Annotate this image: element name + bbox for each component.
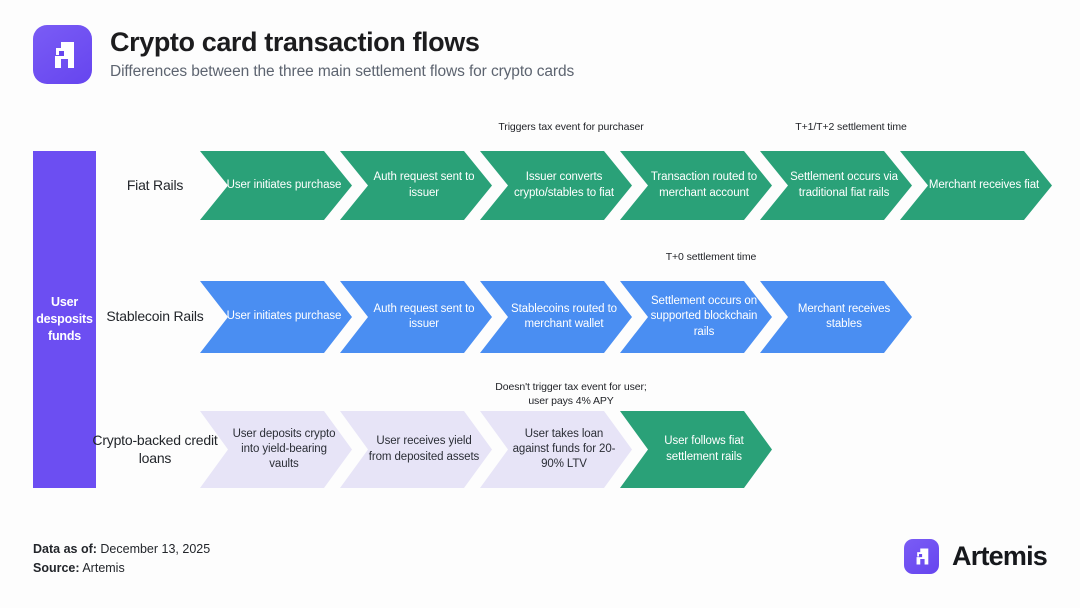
source-label: Source: <box>33 561 80 576</box>
data-as-of-value: December 13, 2025 <box>100 542 211 556</box>
source-value: Artemis <box>82 561 125 576</box>
flow-step-1-5[interactable]: Settlement occurs via traditional fiat r… <box>760 151 912 220</box>
flow-row-label-2: Stablecoin Rails <box>106 308 204 324</box>
flow-step-label: Auth request sent to issuer <box>373 302 475 330</box>
flow-step-1-1[interactable]: User initiates purchase <box>200 151 352 220</box>
flow-step-label: Merchant receives fiat <box>928 178 1040 191</box>
flow-step-label: Issuer converts crypto/stables to fiat <box>513 171 615 199</box>
flow-step-1-4[interactable]: Transaction routed to merchant account <box>620 151 772 220</box>
flow-step-label: Merchant receives stables <box>797 302 891 330</box>
header-text-block: Crypto card transaction flows Difference… <box>110 25 574 81</box>
artemis-logo-icon <box>33 25 92 84</box>
flow-row-label-1: Fiat Rails <box>126 177 184 193</box>
flow-step-3-1[interactable]: User deposits crypto into yield-bearing … <box>200 411 352 488</box>
flow-step-3-2[interactable]: User receives yield from deposited asset… <box>340 411 492 488</box>
artemis-footer-logo-icon <box>904 539 940 574</box>
flow-row-label-3: Crypto-backed credit loans <box>92 432 218 467</box>
footer-brand-name: Artemis <box>952 541 1048 571</box>
flow-step-label: User takes loan against funds for 20-90%… <box>512 427 616 471</box>
flow-step-1-2[interactable]: Auth request sent to issuer <box>340 151 492 220</box>
page-subtitle: Differences between the three main settl… <box>110 63 575 81</box>
flow-step-2-4[interactable]: Settlement occurs on supported blockchai… <box>620 281 772 353</box>
page-title: Crypto card transaction flows <box>110 27 480 57</box>
flow-step-2-2[interactable]: Auth request sent to issuer <box>340 281 492 353</box>
flow-step-label: Transaction routed to merchant account <box>650 171 758 199</box>
header: Crypto card transaction flows Difference… <box>33 25 574 84</box>
entry-node-label: User desposits funds <box>36 295 93 343</box>
flow-step-2-3[interactable]: Stablecoins routed to merchant wallet <box>480 281 632 353</box>
flow-step-label: User initiates purchase <box>226 178 342 191</box>
footer-meta: Data as of: December 13, 2025 Source: Ar… <box>33 540 210 579</box>
flow-step-2-5[interactable]: Merchant receives stables <box>760 281 912 353</box>
flow-step-label: Stablecoins routed to merchant wallet <box>511 302 617 330</box>
flow-step-label: User receives yield from deposited asset… <box>368 435 480 463</box>
footer-brand: Artemis <box>904 539 1048 574</box>
flow-step-note-1-3: Triggers tax event for purchaser <box>498 121 644 133</box>
data-as-of-line: Data as of: December 13, 2025 <box>33 540 210 559</box>
flow-step-note-1-5: T+1/T+2 settlement time <box>795 121 907 133</box>
flow-step-note-3-3: Doesn't trigger tax event for user; user… <box>495 381 647 408</box>
flow-step-3-3[interactable]: User takes loan against funds for 20-90%… <box>480 411 632 488</box>
flow-step-3-4[interactable]: User follows fiat settlement rails <box>620 411 772 488</box>
flow-step-label: Settlement occurs via traditional fiat r… <box>790 171 898 199</box>
flow-step-label: User follows fiat settlement rails <box>664 435 744 463</box>
flow-step-1-3[interactable]: Issuer converts crypto/stables to fiat <box>480 151 632 220</box>
source-line: Source: Artemis <box>33 559 210 578</box>
flow-step-label: Settlement occurs on supported blockchai… <box>650 295 758 338</box>
flow-step-label: Auth request sent to issuer <box>373 171 475 199</box>
entry-node-user-deposits-funds: User desposits funds <box>33 151 96 488</box>
flow-step-label: User deposits crypto into yield-bearing … <box>232 427 336 471</box>
flow-step-label: User initiates purchase <box>226 310 342 323</box>
flow-step-1-6[interactable]: Merchant receives fiat <box>900 151 1052 220</box>
flow-step-2-1[interactable]: User initiates purchase <box>200 281 352 353</box>
flow-step-note-2-4: T+0 settlement time <box>665 251 757 263</box>
data-as-of-label: Data as of: <box>33 542 97 556</box>
